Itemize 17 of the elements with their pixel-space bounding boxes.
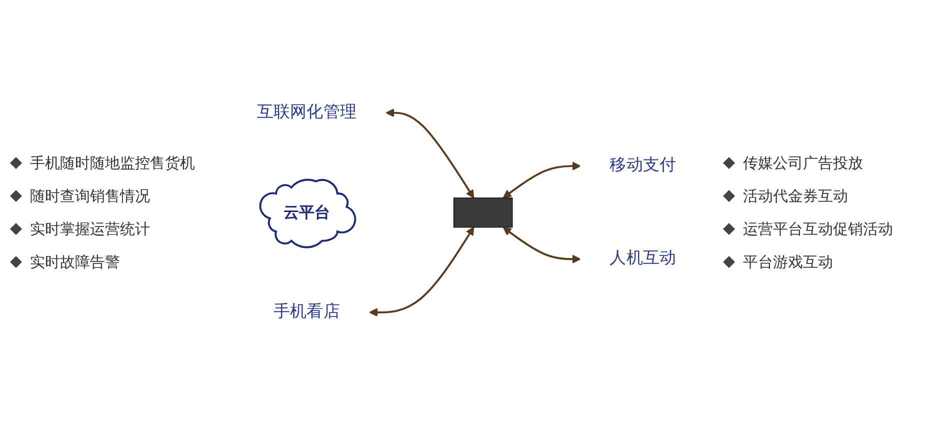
feature-text: 活动代金券互动 [743,186,848,206]
node-text: 人机互动 [610,248,676,268]
node-text: 手机看店 [274,302,340,322]
arrow [369,226,474,317]
arrow [502,226,581,264]
feature-text: 手机随时随地监控售货机 [30,154,195,172]
feature-text: 平台游戏互动 [743,252,833,272]
arrow [386,108,474,198]
feature-text: 运营平台互动促销活动 [743,220,893,238]
feature-text: 传媒公司广告投放 [743,154,863,172]
feature-text: 实时故障告警 [30,252,120,272]
node-text: 互联网化管理 [257,102,356,122]
node-box [453,197,513,228]
node-text: 移动支付 [610,156,676,175]
feature-text: 随时查询销售情况 [30,186,150,206]
feature-text: 实时掌握运营统计 [30,220,150,238]
arrow [502,162,581,198]
